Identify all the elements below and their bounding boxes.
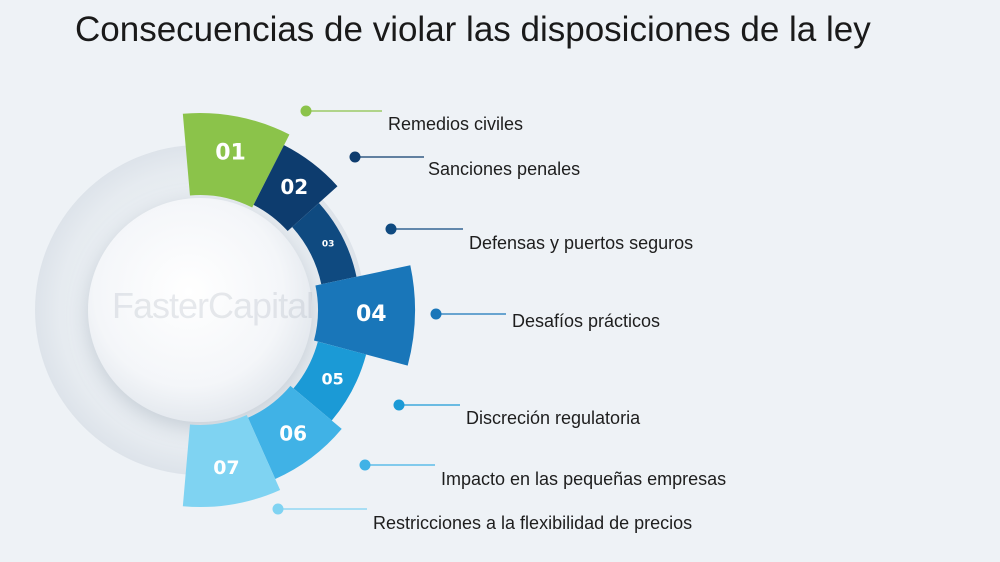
watermark-text: FasterCapital bbox=[112, 285, 314, 326]
ring-segment-6 bbox=[247, 385, 342, 480]
segment-number-7: 07 bbox=[213, 457, 239, 479]
ring-segment-4 bbox=[313, 265, 415, 366]
segment-number-3: 03 bbox=[322, 240, 335, 250]
connector-dot-3 bbox=[385, 223, 397, 235]
page-title: Consecuencias de violar las disposicione… bbox=[75, 10, 871, 49]
item-label-6: Impacto en las pequeñas empresas bbox=[441, 469, 727, 489]
connector-dot-7 bbox=[272, 503, 284, 515]
item-label-4: Desafíos prácticos bbox=[512, 311, 661, 331]
segment-number-4: 04 bbox=[356, 302, 387, 327]
connector-dot-2 bbox=[349, 151, 361, 163]
segment-number-2: 02 bbox=[280, 175, 308, 199]
ring-segment-3 bbox=[292, 202, 357, 285]
segment-number-1: 01 bbox=[215, 140, 246, 165]
center-knob bbox=[88, 198, 312, 422]
segment-number-5: 05 bbox=[321, 370, 343, 389]
ring-segment-5 bbox=[293, 341, 367, 421]
ring-segment-1 bbox=[182, 113, 290, 208]
connector-dot-5 bbox=[393, 399, 405, 411]
ring-segment-2 bbox=[253, 145, 338, 232]
connector-dot-1 bbox=[300, 105, 312, 117]
item-label-2: Sanciones penales bbox=[428, 159, 581, 179]
item-label-3: Defensas y puertos seguros bbox=[469, 233, 694, 253]
connector-dot-6 bbox=[359, 459, 371, 471]
segment-number-6: 06 bbox=[279, 422, 307, 446]
item-label-1: Remedios civiles bbox=[388, 114, 524, 134]
ring-segment-7 bbox=[182, 415, 281, 507]
item-label-5: Discreción regulatoria bbox=[466, 408, 641, 428]
item-label-7: Restricciones a la flexibilidad de preci… bbox=[373, 513, 693, 533]
connector-dot-4 bbox=[430, 308, 442, 320]
